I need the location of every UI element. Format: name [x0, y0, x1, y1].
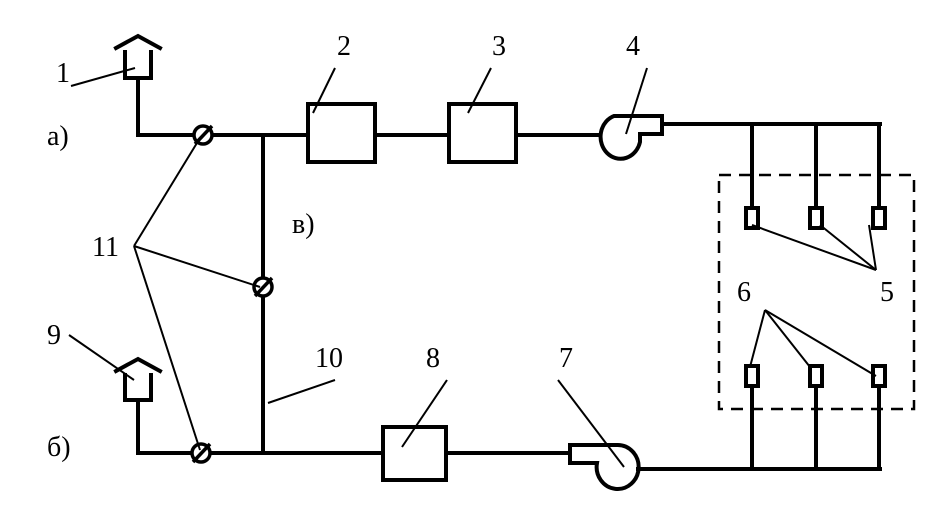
label-2: 2	[337, 31, 351, 62]
label-6: 6	[737, 277, 751, 308]
label-a: а)	[47, 121, 69, 152]
room-enclosure	[717, 173, 916, 411]
bottom-line	[113, 356, 887, 491]
damper-bottom	[190, 442, 212, 464]
fan-7	[568, 442, 641, 491]
damper-top	[192, 124, 214, 146]
nozzle-top-1	[744, 206, 760, 230]
label-4: 4	[626, 31, 640, 62]
label-10: 10	[315, 343, 343, 374]
nozzle-top-2	[808, 206, 824, 230]
intake-hood-top	[113, 33, 163, 137]
label-b: б)	[47, 432, 71, 463]
top-line	[113, 33, 887, 230]
fan-4	[598, 114, 664, 161]
damper-middle	[252, 276, 274, 298]
unit-3-box	[447, 102, 518, 164]
nozzle-bottom-3	[871, 364, 887, 388]
leader-lines	[68, 67, 877, 468]
label-5: 5	[880, 277, 894, 308]
nozzle-bottom-2	[808, 364, 824, 388]
label-9: 9	[47, 320, 61, 351]
nozzle-top-3	[871, 206, 887, 230]
label-1: 1	[56, 58, 70, 89]
label-8: 8	[426, 343, 440, 374]
nozzle-bottom-1	[744, 364, 760, 388]
unit-2-box	[306, 102, 377, 164]
label-3: 3	[492, 31, 506, 62]
intake-hood-bottom	[113, 356, 163, 455]
label-7: 7	[559, 343, 573, 374]
label-v: в)	[292, 209, 315, 240]
unit-8-box	[381, 425, 448, 482]
label-11: 11	[92, 232, 119, 263]
